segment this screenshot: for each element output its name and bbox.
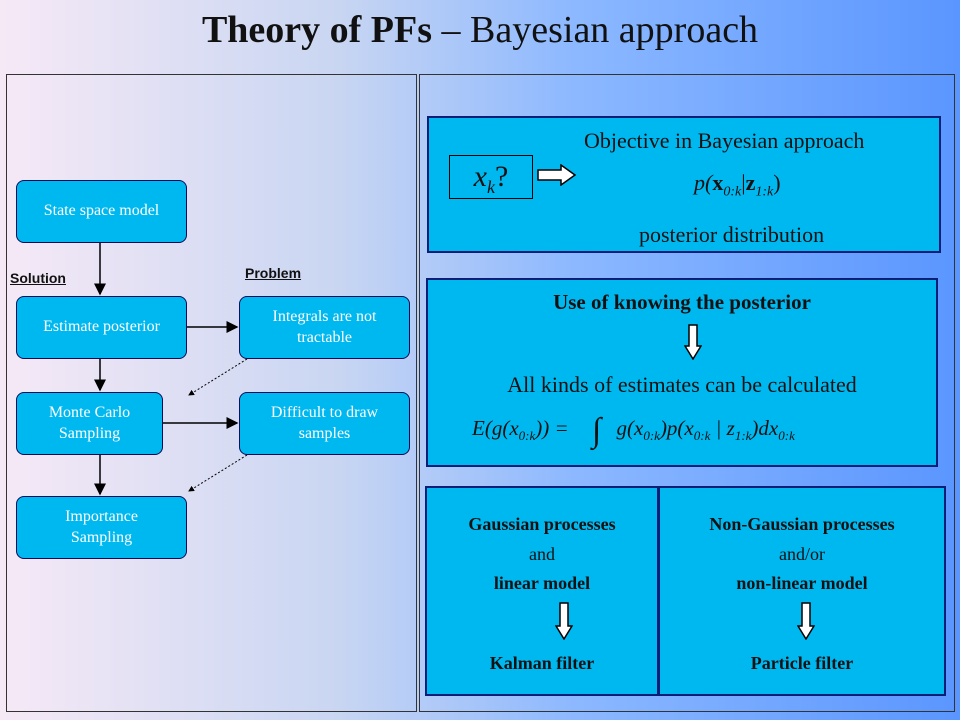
monte-carlo-line2: Sampling <box>58 424 121 442</box>
gaussian-box: Gaussian processes and linear model Kalm… <box>425 486 659 696</box>
gaussian-line1: Gaussian processes <box>468 514 616 534</box>
node-estimate-posterior: Estimate posterior <box>16 296 187 359</box>
flowchart-panel: State space model Solution Problem Estim… <box>6 74 417 712</box>
xk-symbol: x <box>473 160 487 193</box>
title-rest: – Bayesian approach <box>432 9 759 51</box>
flowchart-arrows <box>94 243 248 496</box>
node-difficult-to-draw: Difficult to draw samples <box>239 392 410 455</box>
down-arrow-icon <box>797 602 815 640</box>
use-posterior-box: Use of knowing the posterior All kinds o… <box>426 278 938 467</box>
node-state-space-model: State space model <box>16 180 187 243</box>
nongaussian-line3: non-linear model <box>736 573 868 593</box>
node-integrals-not-tractable: Integrals are not tractable <box>239 296 410 359</box>
particle-filter-label: Particle filter <box>750 653 854 673</box>
xk-question-box: xk? <box>449 155 533 199</box>
objective-formula: p(x0:k|z1:k) <box>694 170 781 200</box>
nongaussian-line2: and/or <box>779 544 825 564</box>
difficult-line1: Difficult to draw <box>270 403 379 421</box>
importance-line2: Sampling <box>70 528 133 546</box>
solution-label: Solution <box>10 270 66 286</box>
integrals-line1: Integrals are not <box>272 307 377 325</box>
node-monte-carlo-sampling: Monte Carlo Sampling <box>16 392 163 455</box>
gaussian-line3: linear model <box>493 573 591 593</box>
use-text: All kinds of estimates can be calculated <box>507 372 857 397</box>
down-arrow-icon <box>555 602 573 640</box>
use-heading: Use of knowing the posterior <box>553 290 811 314</box>
down-arrow-icon <box>684 324 702 360</box>
objective-box: xk? Objective in Bayesian approach p(x0:… <box>427 116 941 253</box>
xk-subscript: k <box>487 177 495 197</box>
objective-heading: Objective in Bayesian approach <box>584 128 865 153</box>
monte-carlo-line1: Monte Carlo <box>48 403 131 421</box>
importance-line1: Importance <box>65 507 138 525</box>
xk-question: ? <box>495 160 509 193</box>
title-bold: Theory of PFs <box>201 9 433 51</box>
kalman-filter-label: Kalman filter <box>489 653 595 673</box>
nongaussian-box: Non-Gaussian processes and/or non-linear… <box>658 486 946 696</box>
objective-caption: posterior distribution <box>639 222 825 247</box>
nongaussian-line1: Non-Gaussian processes <box>709 514 895 534</box>
explanation-panel: xk? Objective in Bayesian approach p(x0:… <box>419 74 955 712</box>
difficult-line2: samples <box>298 424 351 442</box>
problem-label: Problem <box>245 265 302 281</box>
gaussian-line2: and <box>529 544 555 564</box>
right-arrow-icon <box>537 164 577 186</box>
node-importance-sampling: Importance Sampling <box>16 496 187 559</box>
integrals-line2: tractable <box>296 328 353 346</box>
arrow-integrals-to-montecarlo <box>188 358 248 396</box>
expectation-equation: E(g(x0:k)) = ∫ g(x0:k)p(x0:k | z1:k)dx0:… <box>472 412 795 449</box>
page-title: Theory of PFs – Bayesian approach <box>0 8 960 52</box>
arrow-difficult-to-importance <box>188 454 248 492</box>
